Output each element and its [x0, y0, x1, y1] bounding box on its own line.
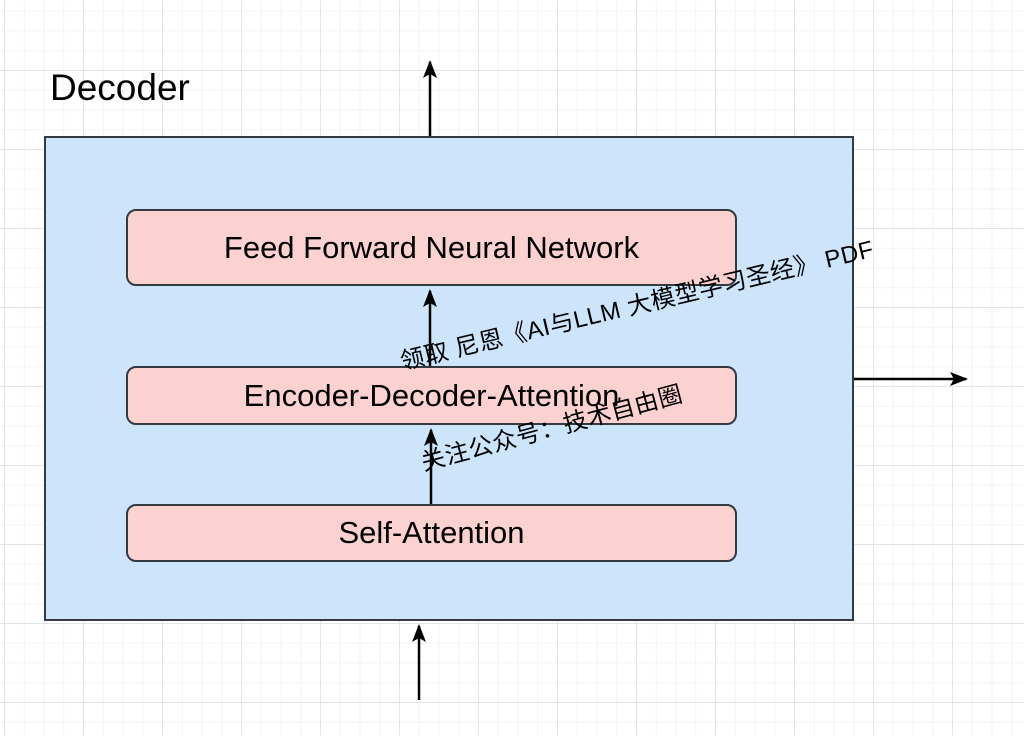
- node-self-attention: Self-Attention: [126, 504, 737, 562]
- node-label-feed-forward: Feed Forward Neural Network: [223, 229, 640, 265]
- node-label-encoder-decoder-attention: Encoder-Decoder-Attention: [243, 377, 620, 413]
- node-encoder-decoder-attention: Encoder-Decoder-Attention: [126, 366, 737, 425]
- diagram-title: Decoder: [50, 67, 190, 108]
- node-label-self-attention: Self-Attention: [338, 515, 525, 550]
- node-feed-forward-neural-network: Feed Forward Neural Network: [126, 209, 737, 286]
